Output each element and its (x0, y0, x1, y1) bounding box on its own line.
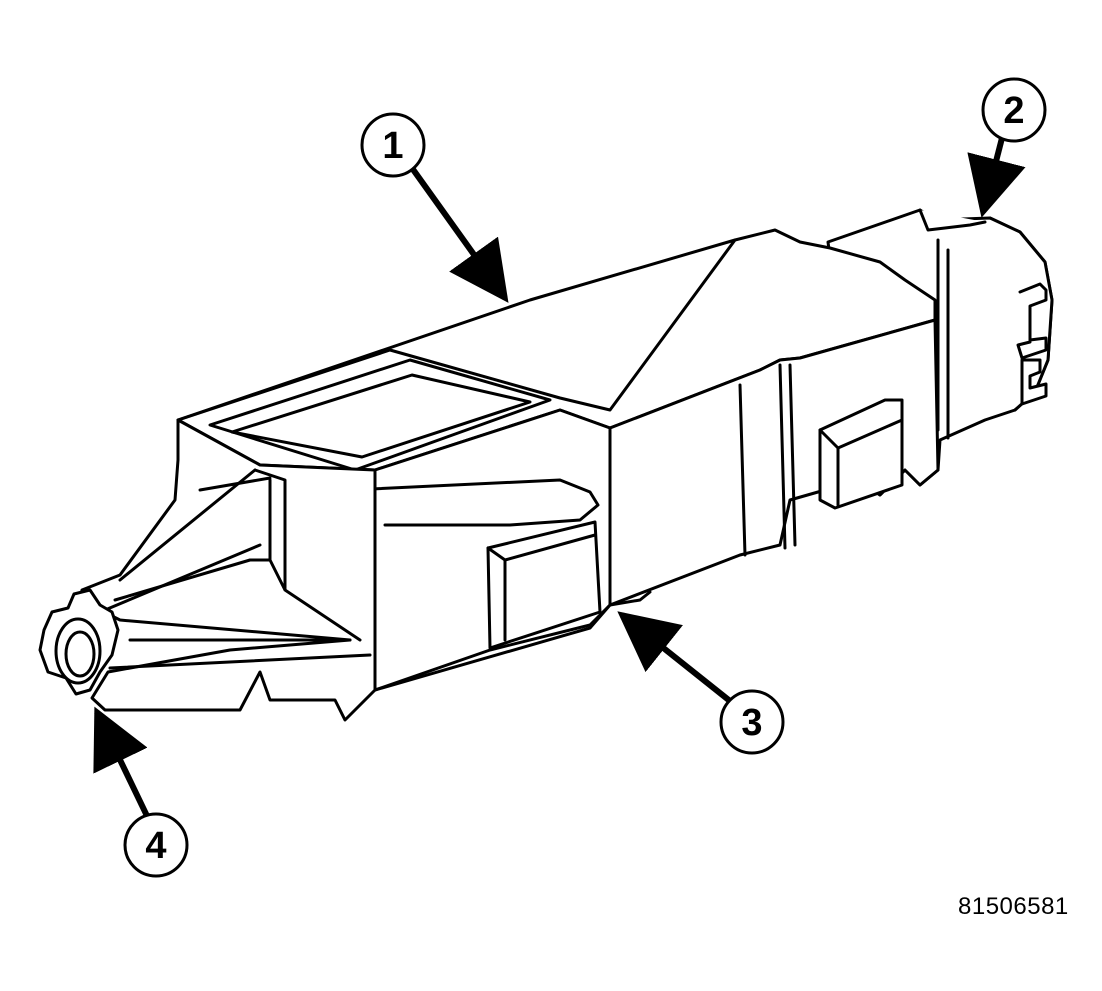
connector-detail (918, 208, 987, 232)
housing-side-panel-line (738, 363, 797, 557)
module-body-drawing (38, 208, 1054, 722)
callout-2: 2 (981, 77, 1047, 143)
housing-side-right (608, 318, 940, 607)
housing-tab-right (818, 398, 904, 510)
arrow-1 (409, 166, 509, 303)
housing-bottom-edge (373, 590, 652, 692)
arrow-4 (93, 706, 151, 820)
callout-4-label: 4 (145, 825, 166, 867)
mount-bracket-web (108, 468, 372, 670)
mount-bracket-ridge (103, 476, 272, 612)
housing-tab-right-inner (818, 418, 904, 507)
callout-4: 4 (123, 812, 189, 878)
housing-front-window (486, 520, 602, 650)
callouts: 1 2 3 4 (123, 77, 1047, 878)
housing-front-window-inner (486, 533, 597, 642)
housing-slot (348, 478, 600, 527)
connector-latch (1016, 282, 1048, 406)
callout-2-label: 2 (1003, 90, 1024, 132)
callout-3: 3 (719, 689, 785, 755)
housing-top-edge (176, 238, 737, 422)
callout-1-label: 1 (382, 125, 403, 167)
figure-id: 81506581 (958, 893, 1069, 920)
mount-eyelet-hole-inner (64, 630, 96, 678)
callout-3-label: 3 (741, 702, 762, 744)
leader-arrows (93, 137, 1026, 820)
arrow-3 (617, 611, 737, 708)
mount-bracket (78, 418, 377, 722)
callout-1: 1 (360, 112, 426, 178)
housing-top-recess-inner (230, 373, 532, 459)
arrow-2 (967, 137, 1026, 218)
